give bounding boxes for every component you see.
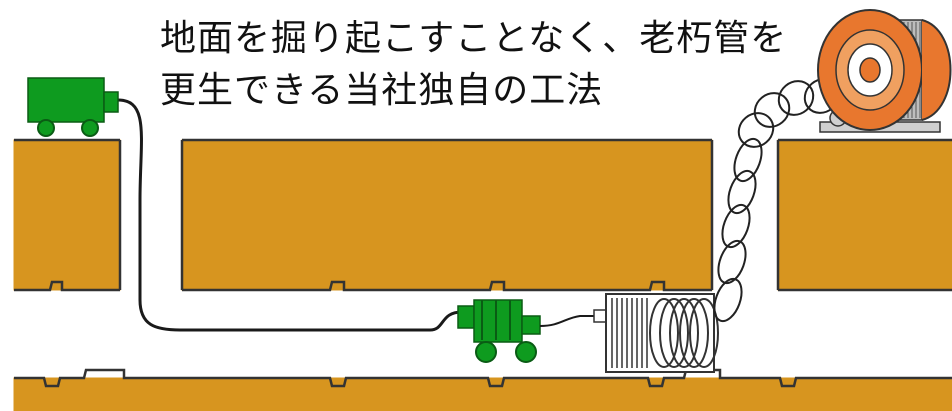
cable-reel-icon — [817, 9, 952, 133]
truck-icon — [27, 77, 119, 137]
manhole-left-walls — [118, 140, 184, 290]
feed-hose — [539, 315, 598, 327]
soil-block-right — [777, 139, 952, 291]
robot-icon — [457, 299, 541, 363]
hose-connector — [593, 309, 607, 323]
soil-layer — [13, 139, 952, 411]
pipe-bottom-wall — [14, 368, 952, 388]
liner-drum-icon — [605, 293, 719, 373]
soil-block-left — [13, 139, 121, 291]
soil-bottom-strip — [13, 377, 952, 411]
pipe-top-wall-center — [182, 280, 712, 292]
caption-line-1: 地面を掘り起こすことなく、老朽管を — [160, 18, 788, 59]
caption-line-2: 更生できる当社独自の工法 — [160, 70, 604, 111]
manhole-right-walls — [710, 140, 780, 290]
sewer-pipe — [14, 138, 952, 388]
control-cable — [117, 98, 463, 332]
soil-block-center — [181, 139, 713, 291]
pipe-top-wall-left — [14, 280, 120, 292]
